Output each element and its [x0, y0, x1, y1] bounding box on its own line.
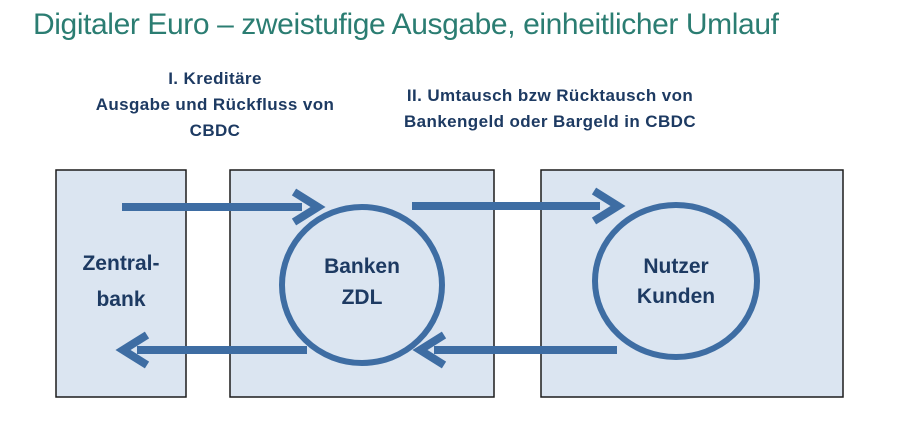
- arrow-users-to-banks: [412, 331, 617, 369]
- banks-label: Banken ZDL: [324, 255, 400, 309]
- banks-circle: [279, 204, 445, 366]
- flow-label-exchange: II. Umtausch bzw Rücktausch von Bankenge…: [404, 86, 696, 131]
- users-label: Nutzer Kunden: [636, 255, 716, 308]
- page-title: Digitaler Euro – zweistufige Ausgabe, ei…: [33, 8, 779, 41]
- users-circle: [592, 202, 760, 360]
- arrow-banks-to-users: [412, 187, 626, 225]
- arrow-centralbank-to-banks: [122, 188, 326, 226]
- flow-label-credit-issue: I. Kreditäre Ausgabe und Rückfluss von C…: [95, 69, 335, 140]
- central-bank-label: Zentral- bank: [82, 252, 160, 311]
- arrow-banks-to-centralbank: [115, 331, 307, 369]
